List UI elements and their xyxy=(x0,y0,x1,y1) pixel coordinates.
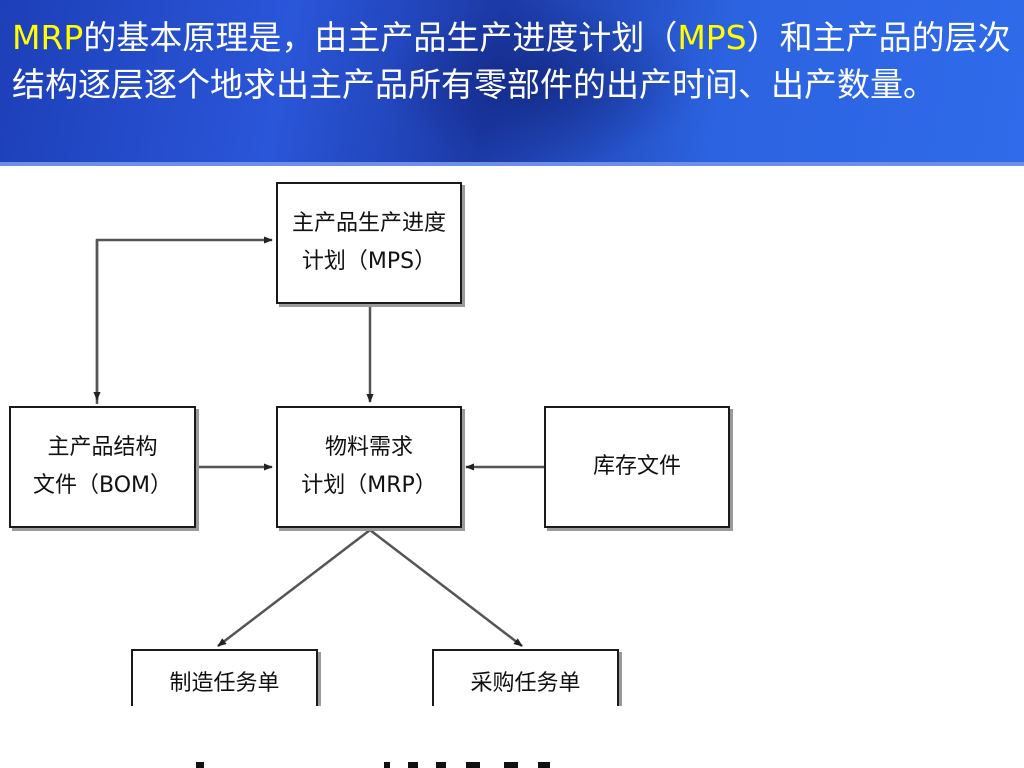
bom-to-mps-arrow xyxy=(95,236,273,404)
mrp-to-purchasing-arrow xyxy=(369,529,523,647)
connector-layer xyxy=(93,236,544,647)
cropped-text-fragment xyxy=(538,762,550,768)
banner-text-part: 的基本原理是，由主产品生产进度计划（ xyxy=(83,18,678,57)
bom-node: 主产品结构 文件（BOM） xyxy=(9,406,196,528)
title-banner: MRP的基本原理是，由主产品生产进度计划（MPS）和主产品的层次结构逐层逐个地求… xyxy=(0,0,1024,166)
inventory-node: 库存文件 xyxy=(544,406,730,528)
diagram-crop-edge xyxy=(0,706,1024,768)
mps-label-line2: 计划（MPS） xyxy=(301,249,437,274)
cropped-text-fragment xyxy=(466,762,480,768)
cropped-text-fragment xyxy=(436,762,446,768)
bom-label-line1: 主产品结构 xyxy=(47,435,158,460)
mrp-node: 物料需求 计划（MRP） xyxy=(276,406,462,528)
banner-highlight-mrp: MRP xyxy=(12,18,84,57)
inventory-label: 库存文件 xyxy=(592,454,681,479)
manufacturing-label: 制造任务单 xyxy=(169,671,280,696)
mps-node: 主产品生产进度 计划（MPS） xyxy=(276,182,462,304)
cropped-text-fragment xyxy=(408,762,418,768)
cropped-text-fragment xyxy=(504,762,518,768)
banner-text: MRP的基本原理是，由主产品生产进度计划（MPS）和主产品的层次结构逐层逐个地求… xyxy=(12,14,1012,108)
mrp-label-line2: 计划（MRP） xyxy=(301,473,437,498)
mrp-to-manufacturing-arrow xyxy=(217,529,371,647)
purchasing-label: 采购任务单 xyxy=(470,671,581,696)
mrp-label-line1: 物料需求 xyxy=(324,435,413,460)
bom-label-line2: 文件（BOM） xyxy=(32,473,172,498)
banner-text-part: ）和主产品的层次结构逐层逐个地求出主产品所有零部件的出产时间、出产数量。 xyxy=(12,18,1011,104)
banner-highlight-mps: MPS xyxy=(677,18,747,57)
mrp-flow-diagram: 主产品生产进度 计划（MPS） 主产品结构 文件（BOM） 物料需求 计划（MR… xyxy=(0,166,1024,768)
cropped-text-fragment xyxy=(196,762,204,768)
mps-label-line1: 主产品生产进度 xyxy=(291,211,446,236)
cropped-text-fragment xyxy=(384,762,390,768)
